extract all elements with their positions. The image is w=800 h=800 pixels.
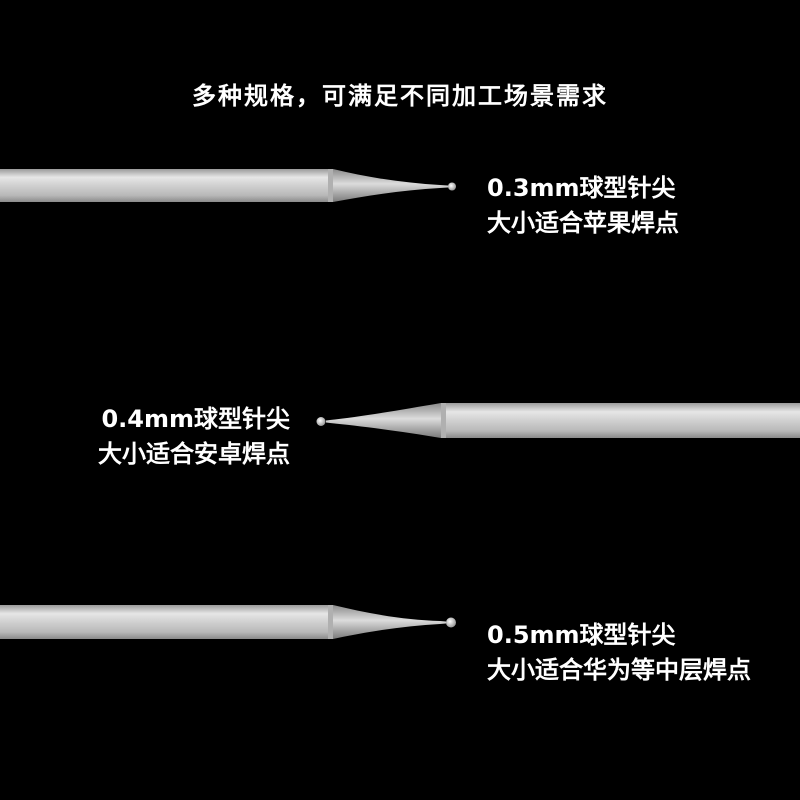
needle-1-use-text: 大小适合苹果焊点 — [487, 209, 679, 237]
needle-1 — [0, 169, 456, 202]
needle-1-collar — [328, 169, 333, 202]
needle-1-taper — [333, 169, 448, 202]
needle-1-label: 0.3mm球型针尖 大小适合苹果焊点 — [487, 171, 679, 241]
needle-2-collar — [441, 403, 446, 438]
needle-2 — [316, 403, 800, 438]
needle-2-size-text: 0.4mm球型针尖 — [101, 405, 290, 433]
needle-3-collar — [328, 605, 333, 639]
needle-2-use-text: 大小适合安卓焊点 — [98, 440, 290, 468]
headline: 多种规格，可满足不同加工场景需求 — [192, 82, 608, 110]
needle-2-label: 0.4mm球型针尖 大小适合安卓焊点 — [98, 402, 290, 472]
needle-1-ball-tip — [448, 182, 456, 191]
needle-3-ball-tip — [446, 617, 456, 628]
needle-3-use-text: 大小适合华为等中层焊点 — [487, 656, 751, 684]
needle-3-taper — [333, 605, 446, 639]
needle-1-size-text: 0.3mm球型针尖 — [487, 174, 676, 202]
needle-1-shaft — [0, 169, 333, 202]
needle-3 — [0, 605, 456, 639]
needle-2-shaft — [441, 403, 800, 438]
needle-3-label: 0.5mm球型针尖 大小适合华为等中层焊点 — [487, 618, 751, 688]
needle-3-size-text: 0.5mm球型针尖 — [487, 621, 676, 649]
needle-3-shaft — [0, 605, 333, 639]
needle-2-ball-tip — [316, 417, 326, 426]
needle-2-taper — [326, 403, 441, 438]
